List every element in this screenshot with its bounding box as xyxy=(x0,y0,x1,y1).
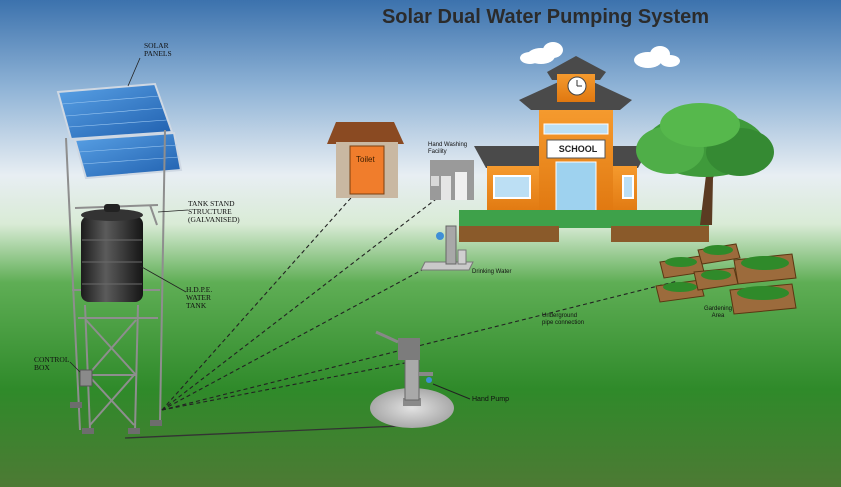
control-box-label-line1: CONTROL xyxy=(34,355,70,364)
pipe-to-toilet xyxy=(161,189,359,411)
underground-pipe-label-line1: Underground xyxy=(542,313,578,319)
toilet-label: Toilet xyxy=(356,155,375,164)
garden-beds xyxy=(655,243,797,315)
solar-panels xyxy=(56,82,183,180)
pipe-to-hand-pump xyxy=(161,361,411,411)
solar-panels-label-line2: PANELS xyxy=(144,49,172,58)
solar-panels-label: SOLAR PANELS xyxy=(144,42,172,58)
tank-label-line3: TANK xyxy=(186,301,207,310)
hand-washing-label: Hand Washing Facility xyxy=(428,142,467,156)
toilet-building xyxy=(327,122,404,198)
underground-pipe-label: Underground pipe connection xyxy=(542,313,584,327)
hand-washing-label-line2: Facility xyxy=(428,149,447,155)
gardening-label-line2: Area xyxy=(711,313,725,319)
pipe-to-garden xyxy=(161,280,679,411)
tank-stand-label-line3: (GALVANISED) xyxy=(188,215,240,224)
water-tank xyxy=(81,204,143,302)
control-box xyxy=(79,369,93,387)
hand-pump-pointer xyxy=(432,383,471,400)
drinking-water-label: Drinking Water xyxy=(472,269,512,275)
page-title: Solar Dual Water Pumping System xyxy=(381,6,710,28)
pipe-connections xyxy=(161,189,679,411)
drinking-water-tap xyxy=(420,225,474,271)
tank-stand-label-line1: TANK STAND xyxy=(188,199,235,208)
tank-stand-label: TANK STAND STRUCTURE (GALVANISED) xyxy=(188,200,240,224)
hand-pump-label: Hand Pump xyxy=(472,396,509,403)
control-box-label: CONTROL BOX xyxy=(34,356,69,372)
tank-stand-label-line2: STRUCTURE xyxy=(188,207,232,216)
tree xyxy=(636,103,774,225)
school-building xyxy=(459,56,709,242)
label-leader-lines xyxy=(69,57,189,373)
school-sign: SCHOOL xyxy=(558,144,598,154)
underground-pipe-line xyxy=(124,425,401,439)
cloud-icon xyxy=(634,46,680,68)
gardening-label-line1: Gardening xyxy=(704,306,733,312)
tower-feet xyxy=(70,402,162,434)
solar-panels-label-line1: SOLAR xyxy=(144,41,169,50)
underground-pipe-label-line2: pipe connection xyxy=(542,320,585,326)
tank-label: H.D.P.E. WATER TANK xyxy=(186,286,212,310)
hand-washing-label-line1: Hand Washing xyxy=(428,142,468,148)
hand-washing-facility xyxy=(430,160,474,200)
pipe-to-hand-washing xyxy=(161,195,441,411)
hand-pump xyxy=(370,330,454,428)
tank-label-line1: H.D.P.E. xyxy=(186,285,213,294)
cloud-icon xyxy=(520,42,563,64)
tank-label-line2: WATER xyxy=(186,293,211,302)
gardening-label: Gardening Area xyxy=(704,306,732,320)
control-box-label-line2: BOX xyxy=(34,363,50,372)
pipe-to-drinking-water xyxy=(161,262,436,411)
